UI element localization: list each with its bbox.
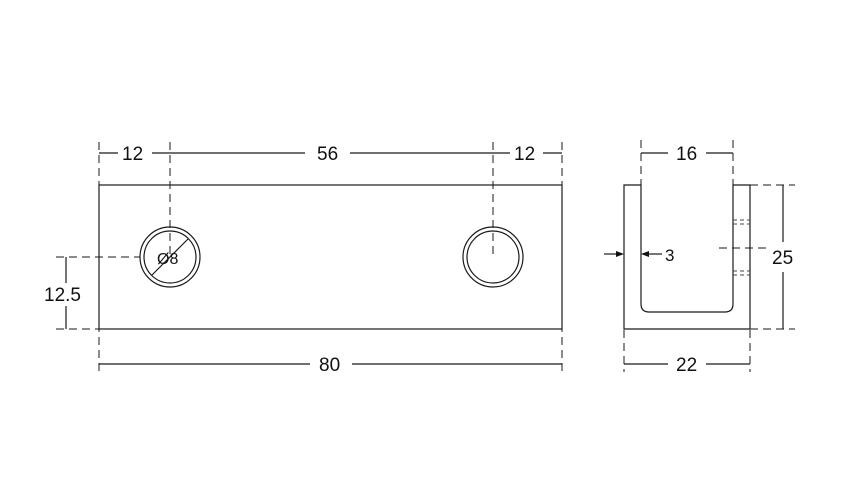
dim-hole-diameter: Ø8 bbox=[157, 251, 178, 268]
dim-outer-width: 22 bbox=[676, 355, 697, 376]
dim-wall-thickness: 3 bbox=[665, 246, 674, 265]
dim-right-offset: 12 bbox=[514, 144, 535, 165]
dim-height: 25 bbox=[772, 248, 793, 269]
front-view: Ø8 12 56 12 80 12.5 bbox=[44, 142, 563, 376]
side-view: 16 22 25 3 bbox=[604, 140, 795, 376]
arrow-icon bbox=[641, 251, 649, 257]
channel-profile bbox=[623, 184, 751, 330]
arrow-icon bbox=[616, 251, 624, 257]
dim-total-length: 80 bbox=[319, 355, 340, 376]
dim-inner-width: 16 bbox=[676, 144, 697, 165]
dim-left-offset: 12 bbox=[122, 144, 143, 165]
dim-hole-spacing: 56 bbox=[317, 144, 338, 165]
dim-hole-height: 12.5 bbox=[44, 285, 81, 306]
